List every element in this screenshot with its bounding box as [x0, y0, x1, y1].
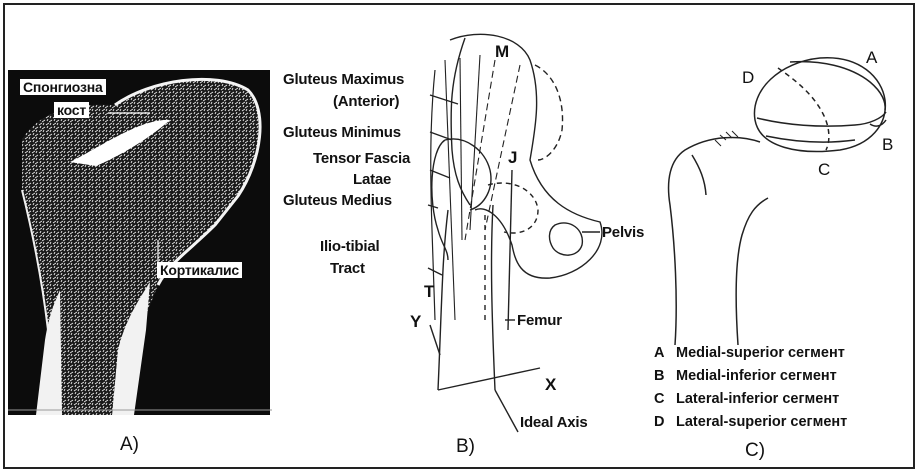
mark-x: X: [545, 375, 556, 395]
panel-b: Gluteus Maximus (Anterior) Gluteus Minim…: [280, 0, 620, 475]
panel-a: Спонгиозна кост Кортикалис A): [0, 0, 280, 475]
legend-text: Medial-inferior сегмент: [676, 368, 837, 384]
iliotibial-tract-label: Ilio-tibial: [320, 238, 379, 255]
legend-key: C: [654, 391, 676, 407]
legend-text: Lateral-inferior сегмент: [676, 391, 839, 407]
segment-mark-c: C: [818, 160, 830, 180]
legend-text: Lateral-superior сегмент: [676, 414, 847, 430]
gluteus-medius-label: Gluteus Medius: [283, 192, 392, 209]
mark-y: Y: [410, 312, 421, 332]
spongy-bone-label-line2: кост: [54, 102, 89, 118]
segment-mark-b: B: [882, 135, 893, 155]
mark-t: T: [424, 282, 434, 302]
legend-key: D: [654, 414, 676, 430]
femur-label: Femur: [517, 312, 562, 329]
mark-m: M: [495, 42, 509, 62]
panel-b-caption: B): [456, 436, 475, 458]
legend-key: A: [654, 345, 676, 361]
legend-text: Medial-superior сегмент: [676, 345, 845, 361]
spongy-bone-label: Спонгиозна: [20, 79, 106, 95]
cortical-bone-label: Кортикалис: [157, 262, 242, 278]
femur-radiograph: [0, 0, 280, 475]
segment-mark-a: A: [866, 48, 877, 68]
ideal-axis-label: Ideal Axis: [520, 414, 587, 431]
panel-a-caption: A): [120, 434, 139, 456]
legend-key: B: [654, 368, 676, 384]
iliotibial-tract-label-line2: Tract: [330, 260, 365, 277]
panel-c-caption: C): [745, 440, 765, 462]
gluteus-maximus-label: Gluteus Maximus: [283, 71, 404, 88]
segment-mark-d: D: [742, 68, 754, 88]
mark-j: J: [508, 148, 517, 168]
gluteus-maximus-label-line2: (Anterior): [333, 93, 399, 110]
tensor-fascia-label: Tensor Fascia: [313, 150, 410, 167]
tensor-fascia-label-line2: Latae: [353, 171, 391, 188]
gluteus-minimus-label: Gluteus Minimus: [283, 124, 401, 141]
